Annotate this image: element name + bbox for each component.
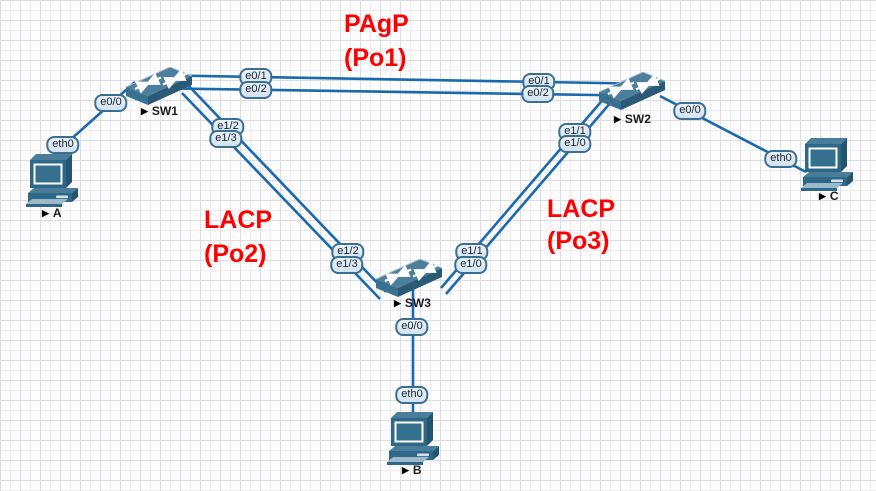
annotation-lacp-po2[interactable]: LACP (Po2) bbox=[204, 203, 272, 271]
pc-icon-c[interactable] bbox=[801, 136, 859, 192]
device-label-b[interactable]: ▶ B bbox=[402, 463, 422, 477]
port-label-sw3-e1-0[interactable]: e1/0 bbox=[454, 256, 488, 274]
port-label-sw3-e0-0[interactable]: e0/0 bbox=[395, 318, 429, 336]
port-label-sw1-e0-2[interactable]: e0/2 bbox=[239, 81, 273, 99]
annotation-pagp-po1[interactable]: PAgP (Po1) bbox=[344, 7, 409, 75]
annotation-lacp-po3[interactable]: LACP (Po3) bbox=[547, 193, 615, 257]
annotation-protocol: PAgP bbox=[344, 10, 409, 38]
annotation-channel: (Po3) bbox=[547, 227, 610, 255]
port-label-a-eth0[interactable]: eth0 bbox=[46, 136, 80, 154]
switch-icon-sw1[interactable] bbox=[126, 67, 192, 105]
switch-icon-sw2[interactable] bbox=[599, 72, 665, 110]
play-marker-icon: ▶ bbox=[402, 464, 409, 475]
port-label-sw2-e1-0[interactable]: e1/0 bbox=[558, 135, 592, 153]
port-label-sw2-e0-2[interactable]: e0/2 bbox=[521, 85, 555, 103]
device-name: SW3 bbox=[404, 296, 431, 310]
pc-icon-b[interactable] bbox=[387, 410, 445, 466]
device-name: SW2 bbox=[624, 112, 651, 126]
port-label-sw3-e1-3[interactable]: e1/3 bbox=[330, 256, 364, 274]
device-label-a[interactable]: ▶ A bbox=[42, 206, 62, 220]
annotation-channel: (Po2) bbox=[204, 240, 267, 268]
play-marker-icon: ▶ bbox=[141, 105, 148, 116]
device-name: C bbox=[829, 189, 839, 203]
play-marker-icon: ▶ bbox=[819, 190, 826, 201]
port-label-b-eth0[interactable]: eth0 bbox=[395, 386, 429, 404]
port-label-sw2-e0-0[interactable]: e0/0 bbox=[673, 102, 707, 120]
play-marker-icon: ▶ bbox=[614, 113, 621, 124]
annotation-channel: (Po1) bbox=[344, 44, 407, 72]
device-label-sw3[interactable]: ▶ SW3 bbox=[394, 296, 431, 310]
port-label-c-eth0[interactable]: eth0 bbox=[764, 150, 798, 168]
device-name: A bbox=[52, 206, 62, 220]
switch-icon-sw3[interactable] bbox=[376, 259, 442, 297]
device-label-sw1[interactable]: ▶ SW1 bbox=[141, 104, 178, 118]
pc-icon-a[interactable] bbox=[26, 152, 84, 208]
annotation-protocol: LACP bbox=[547, 195, 616, 223]
device-name: B bbox=[412, 463, 422, 477]
port-label-sw1-e1-3[interactable]: e1/3 bbox=[209, 130, 243, 148]
device-name: SW1 bbox=[151, 104, 178, 118]
port-label-sw1-e0-0[interactable]: e0/0 bbox=[94, 94, 128, 112]
annotation-protocol: LACP bbox=[204, 206, 273, 234]
play-marker-icon: ▶ bbox=[394, 297, 401, 308]
device-label-sw2[interactable]: ▶ SW2 bbox=[614, 112, 651, 126]
play-marker-icon: ▶ bbox=[42, 207, 49, 218]
device-label-c[interactable]: ▶ C bbox=[819, 189, 839, 203]
